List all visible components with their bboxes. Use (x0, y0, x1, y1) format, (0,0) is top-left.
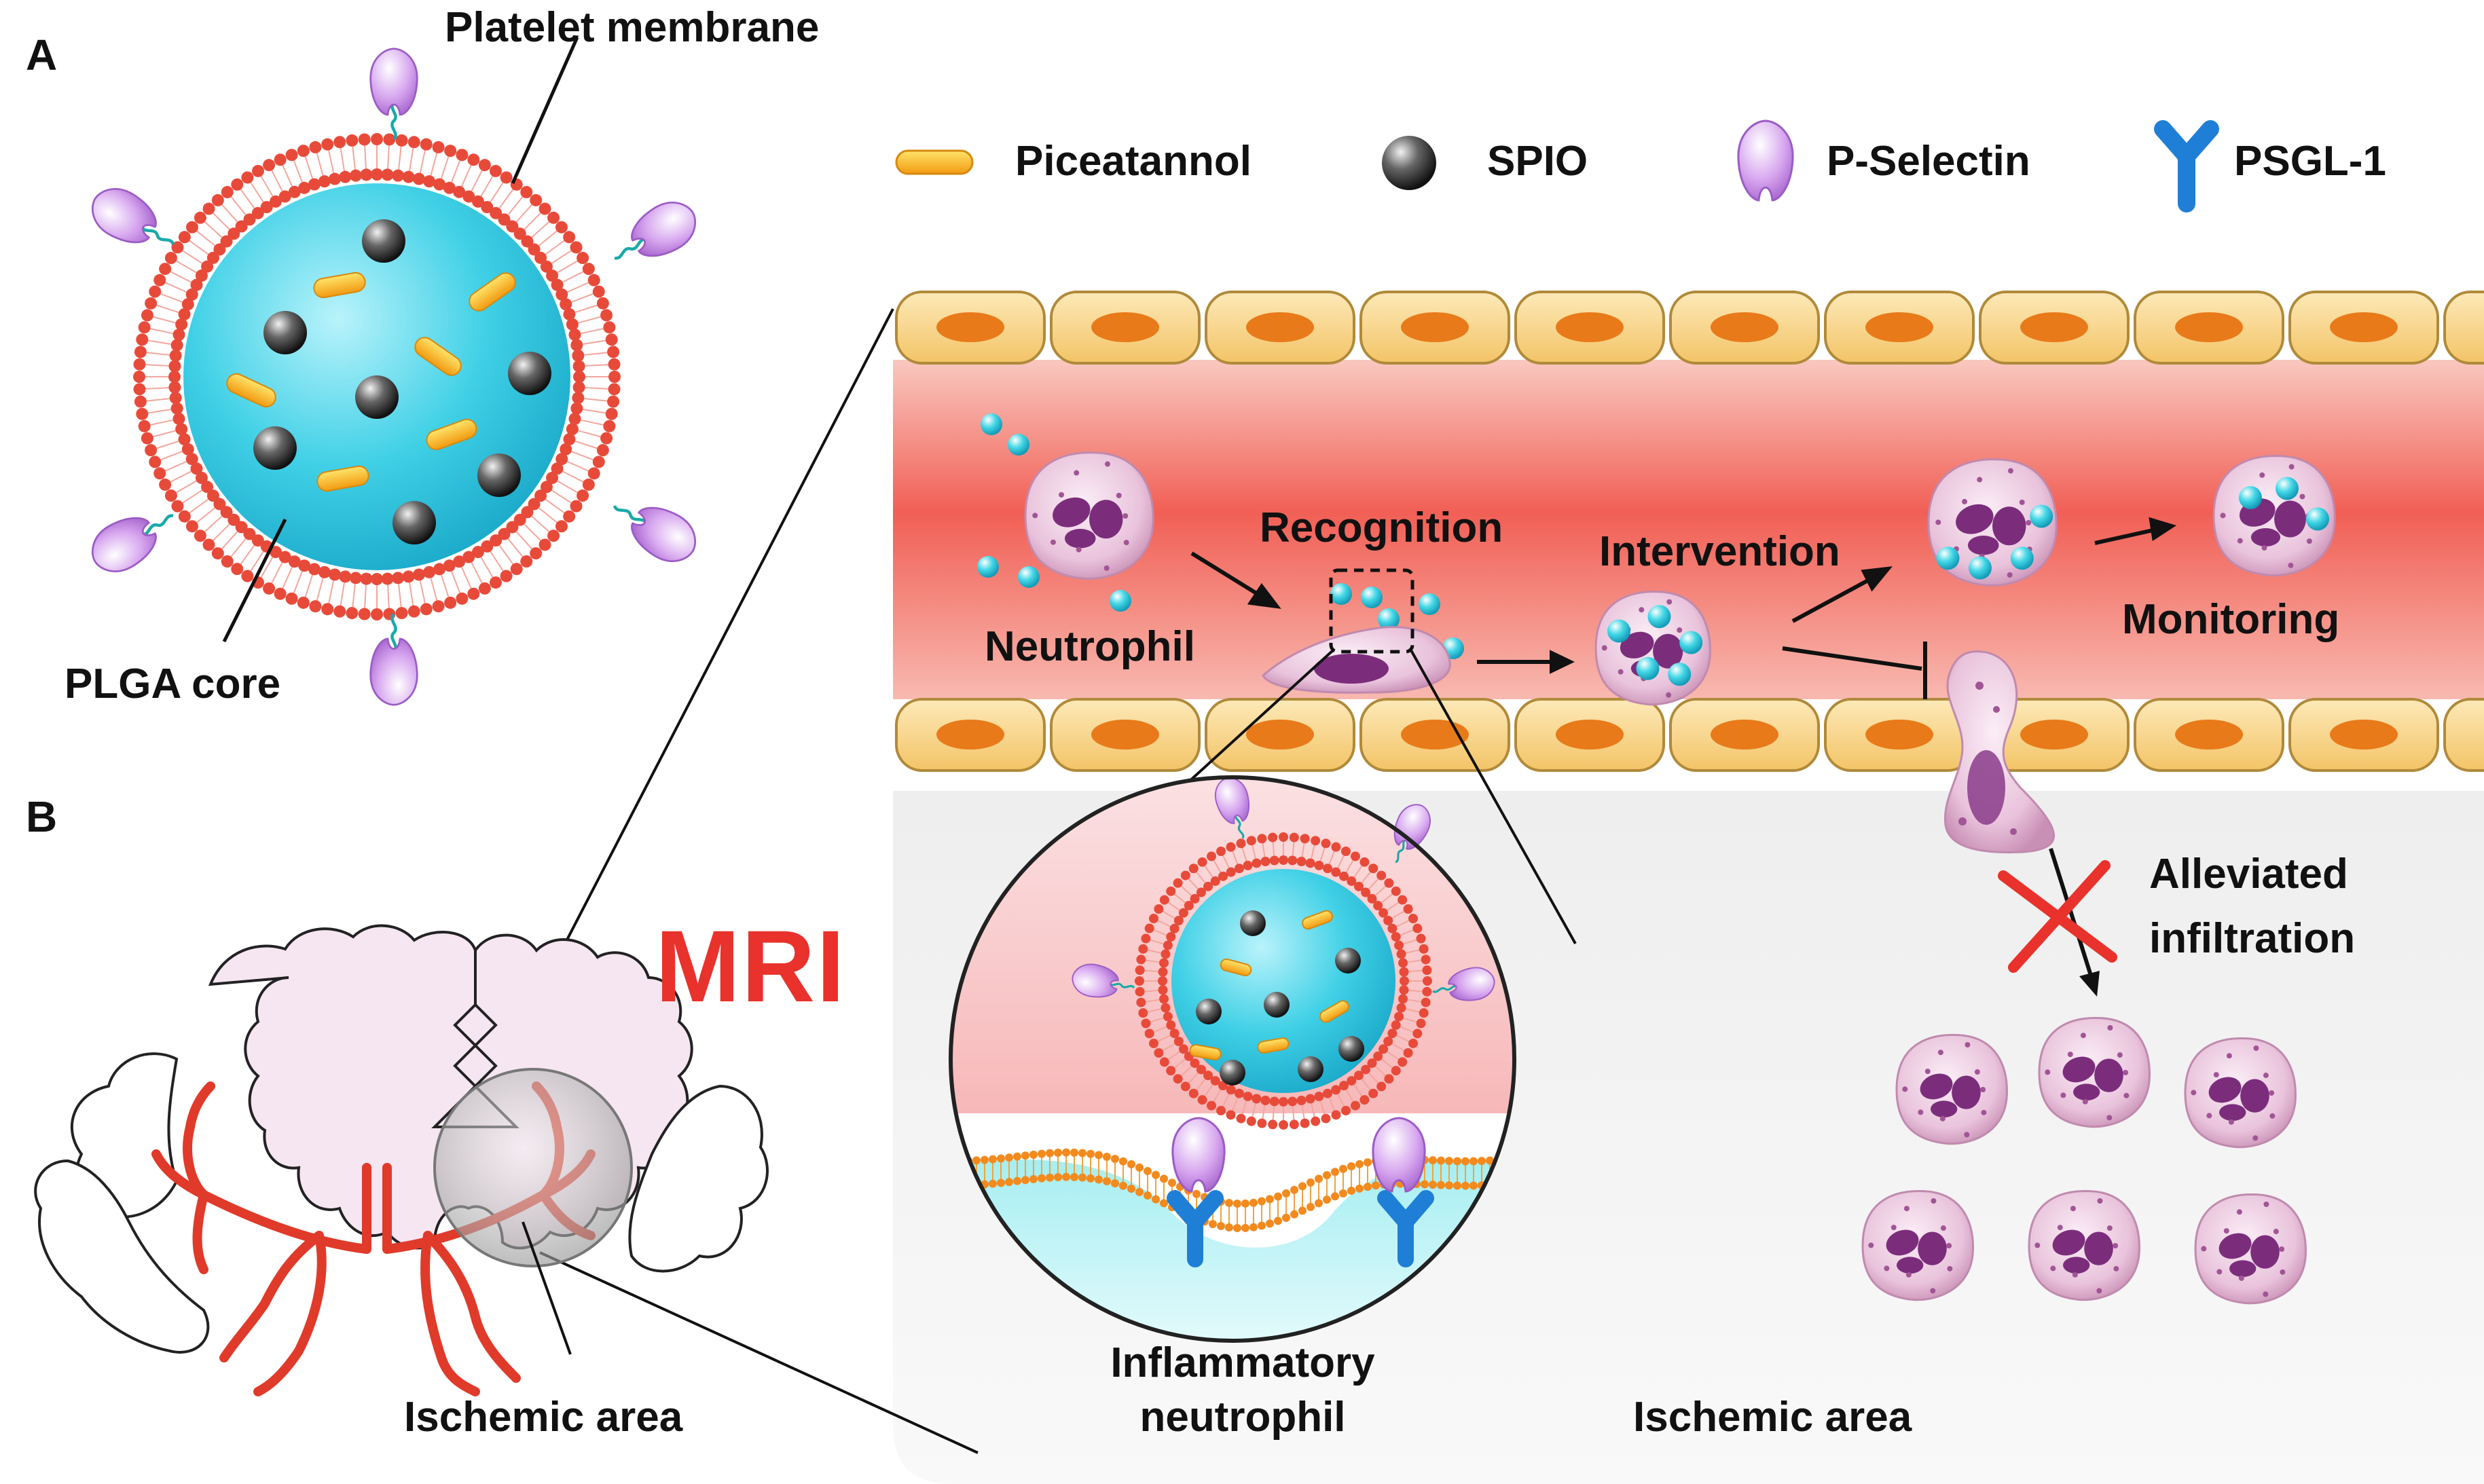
mri-label: MRI (655, 909, 846, 1023)
intervention-label: Intervention (1599, 528, 1840, 575)
brain-section (34, 924, 769, 1396)
nanoparticle-small-membrane (1135, 832, 1432, 1130)
endothelial-wall-bottom (895, 698, 2484, 772)
free-nanoparticles (977, 413, 1464, 659)
nanoparticle-small-payload (1189, 910, 1364, 1086)
recognition-label: Recognition (1260, 504, 1503, 551)
transmigrating-neutrophil (1943, 650, 2055, 854)
legend (895, 119, 2219, 212)
legend-label-spio: SPIO (1487, 138, 1588, 185)
panel-label-b: B (26, 792, 58, 841)
ischemic-area-brain-label: Ischemic area (404, 1394, 683, 1441)
neutrophil-cells (1024, 451, 2336, 706)
endothelial-wall-top (895, 291, 2484, 365)
leader-line-ischemic (522, 1221, 572, 1355)
neutrophil-label: Neutrophil (985, 623, 1195, 670)
brain-lobe-left (34, 1159, 210, 1354)
legend-label-psgl1: PSGL-1 (2234, 138, 2386, 185)
p-selectin-icon (1072, 777, 1495, 1001)
infiltration-label: infiltration (2149, 915, 2356, 962)
recognition-zoom-box (1329, 568, 1414, 654)
inset-label-neutrophil: neutrophil (1139, 1394, 1346, 1441)
p-selectin-icon (91, 48, 697, 706)
brain-temporal-right (628, 1084, 769, 1273)
nanoparticle-payload (226, 219, 551, 544)
process-arrows (1190, 517, 2177, 699)
ischemic-area-tissue-label: Ischemic area (1633, 1394, 1912, 1441)
legend-label-p-selectin: P-Selectin (1827, 138, 2030, 185)
inset-label-inflammatory: Inflammatory (1110, 1339, 1375, 1386)
tissue-neutrophils (1861, 1016, 2307, 1305)
monitoring-label: Monitoring (2122, 596, 2340, 643)
blocked-infiltration-icon (1998, 848, 2117, 997)
legend-label-piceatannol: Piceatannol (1015, 138, 1252, 185)
platelet-membrane-bilayer (133, 133, 621, 620)
panel-label-a: A (26, 31, 58, 79)
leader-line-membrane (511, 36, 579, 185)
spio-sphere-icon (1382, 136, 1436, 190)
piceatannol-icon (895, 149, 974, 175)
nanoparticle-small-core (1171, 869, 1395, 1093)
plga-core-label: PLGA core (65, 661, 281, 707)
selectin-psgl1-binding (1167, 1117, 1434, 1267)
ischemic-lens (433, 1068, 633, 1267)
platelet-membrane-label: Platelet membrane (445, 4, 820, 51)
nanoparticle-large (91, 48, 697, 706)
psgl1-receptor-icon (2154, 120, 2219, 212)
leader-line-core (222, 518, 287, 643)
p-selectin-icon (1737, 119, 1794, 202)
alleviated-label: Alleviated (2149, 851, 2348, 897)
binding-inset (949, 775, 1516, 1343)
